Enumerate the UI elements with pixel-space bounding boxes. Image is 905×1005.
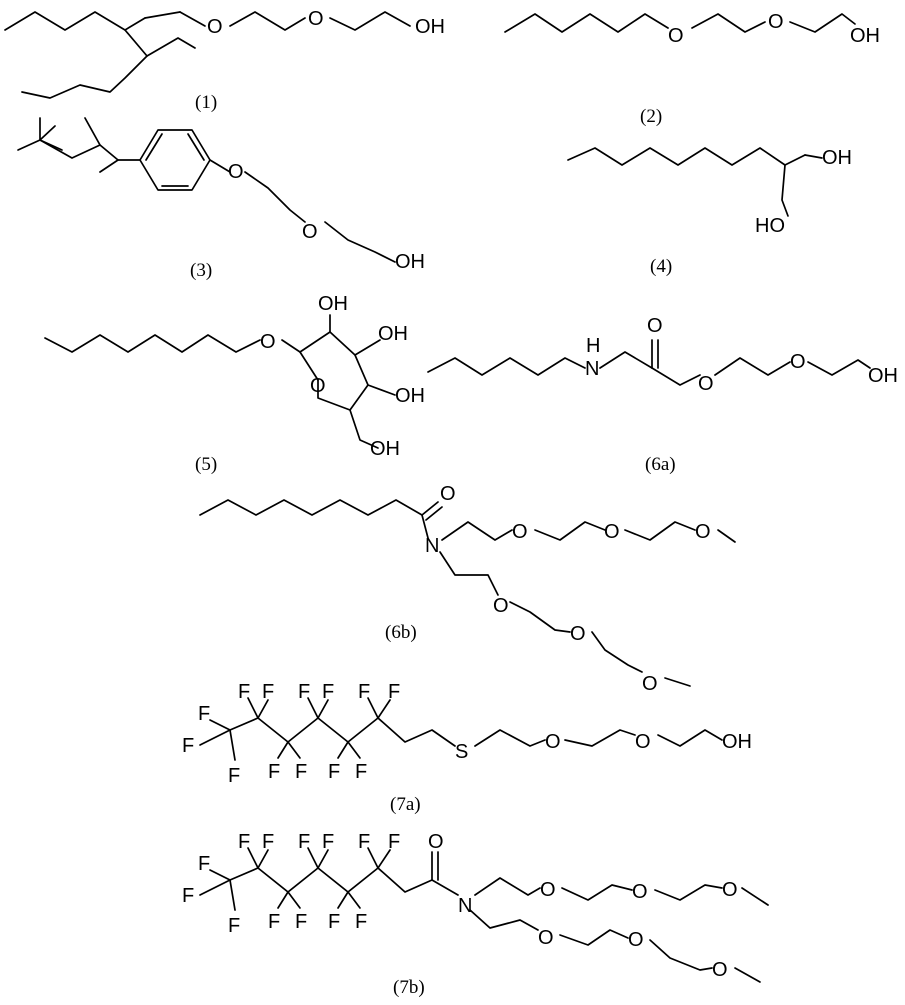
atom-OH: OH — [370, 438, 400, 460]
atom-S: S — [455, 741, 468, 763]
atom-O: O — [647, 315, 663, 337]
atom-O: O — [628, 929, 644, 951]
atom-F: F — [358, 831, 370, 853]
atom-O: O — [493, 595, 509, 617]
atom-HO: HO — [755, 215, 785, 237]
atom-F: F — [228, 765, 240, 787]
atom-H: H — [586, 335, 600, 357]
atom-OH: OH — [378, 323, 408, 345]
atom-O: O — [540, 879, 556, 901]
atom-OH: OH — [722, 731, 752, 753]
atom-F: F — [355, 761, 367, 783]
atom-O: O — [712, 959, 728, 981]
atom-O: O — [228, 161, 244, 183]
atom-O: O — [635, 731, 651, 753]
caption-6b: (6b) — [385, 622, 417, 643]
atom-F: F — [238, 681, 250, 703]
atom-O: O — [642, 673, 658, 695]
atom-O: O — [722, 879, 738, 901]
atom-F: F — [355, 911, 367, 933]
molecule-4: OH HO (4) — [567, 147, 852, 277]
atom-O: O — [310, 375, 326, 397]
atom-F: F — [322, 681, 334, 703]
molecule-6a: H N O O O OH (6a) — [427, 315, 898, 475]
atom-F: F — [322, 831, 334, 853]
atom-O: O — [538, 927, 554, 949]
atom-OH: OH — [822, 147, 852, 169]
molecule-7b: F F F F F F F F F F F F F O N O O O O O … — [182, 831, 769, 998]
atom-O: O — [570, 623, 586, 645]
atom-F: F — [182, 885, 194, 907]
atom-F: F — [198, 853, 210, 875]
atom-O: O — [698, 373, 714, 395]
molecule-1: O O OH (1) — [4, 8, 445, 113]
caption-1: (1) — [195, 92, 217, 113]
atom-N: N — [425, 535, 439, 557]
atom-F: F — [198, 703, 210, 725]
atom-O: O — [260, 331, 276, 353]
atom-F: F — [295, 761, 307, 783]
atom-F: F — [388, 831, 400, 853]
atom-F: F — [268, 911, 280, 933]
caption-7a: (7a) — [390, 794, 421, 815]
atom-O: O — [768, 11, 784, 33]
atom-O: O — [302, 221, 318, 243]
caption-3: (3) — [190, 260, 212, 281]
atom-N: N — [458, 895, 472, 917]
atom-F: F — [262, 681, 274, 703]
atom-F: F — [182, 735, 194, 757]
atom-F: F — [295, 911, 307, 933]
molecule-2: O O OH (2) — [504, 11, 880, 127]
atom-O: O — [604, 521, 620, 543]
atom-O: O — [308, 8, 324, 30]
caption-6a: (6a) — [645, 454, 676, 475]
atom-F: F — [328, 761, 340, 783]
atom-F: F — [298, 831, 310, 853]
caption-2: (2) — [640, 106, 662, 127]
caption-7b: (7b) — [393, 977, 425, 998]
molecule-7a: F F F F F F F F F F F F F S O O OH (7a) — [182, 681, 752, 815]
atom-F: F — [238, 831, 250, 853]
atom-F: F — [388, 681, 400, 703]
molecule-5: O O OH OH OH OH (5) — [44, 293, 425, 475]
molecule-6b: O N O O O O O O (6b) — [199, 483, 736, 695]
atom-O: O — [512, 521, 528, 543]
atom-F: F — [268, 761, 280, 783]
atom-OH: OH — [868, 365, 898, 387]
atom-O: O — [207, 16, 223, 38]
atom-O: O — [790, 351, 806, 373]
atom-O: O — [440, 483, 456, 505]
caption-4: (4) — [650, 256, 672, 277]
atom-N: N — [585, 358, 599, 380]
atom-OH: OH — [318, 293, 348, 315]
atom-O: O — [695, 521, 711, 543]
caption-5: (5) — [195, 454, 217, 475]
atom-OH: OH — [395, 385, 425, 407]
atom-F: F — [262, 831, 274, 853]
atom-OH: OH — [850, 25, 880, 47]
atom-F: F — [328, 911, 340, 933]
atom-O: O — [428, 831, 444, 853]
atom-OH: OH — [415, 16, 445, 38]
molecule-3: O O OH (3) — [17, 117, 425, 281]
atom-O: O — [545, 731, 561, 753]
atom-F: F — [298, 681, 310, 703]
atom-F: F — [228, 915, 240, 937]
atom-O: O — [668, 25, 684, 47]
atom-OH: OH — [395, 251, 425, 273]
atom-O: O — [632, 881, 648, 903]
atom-F: F — [358, 681, 370, 703]
